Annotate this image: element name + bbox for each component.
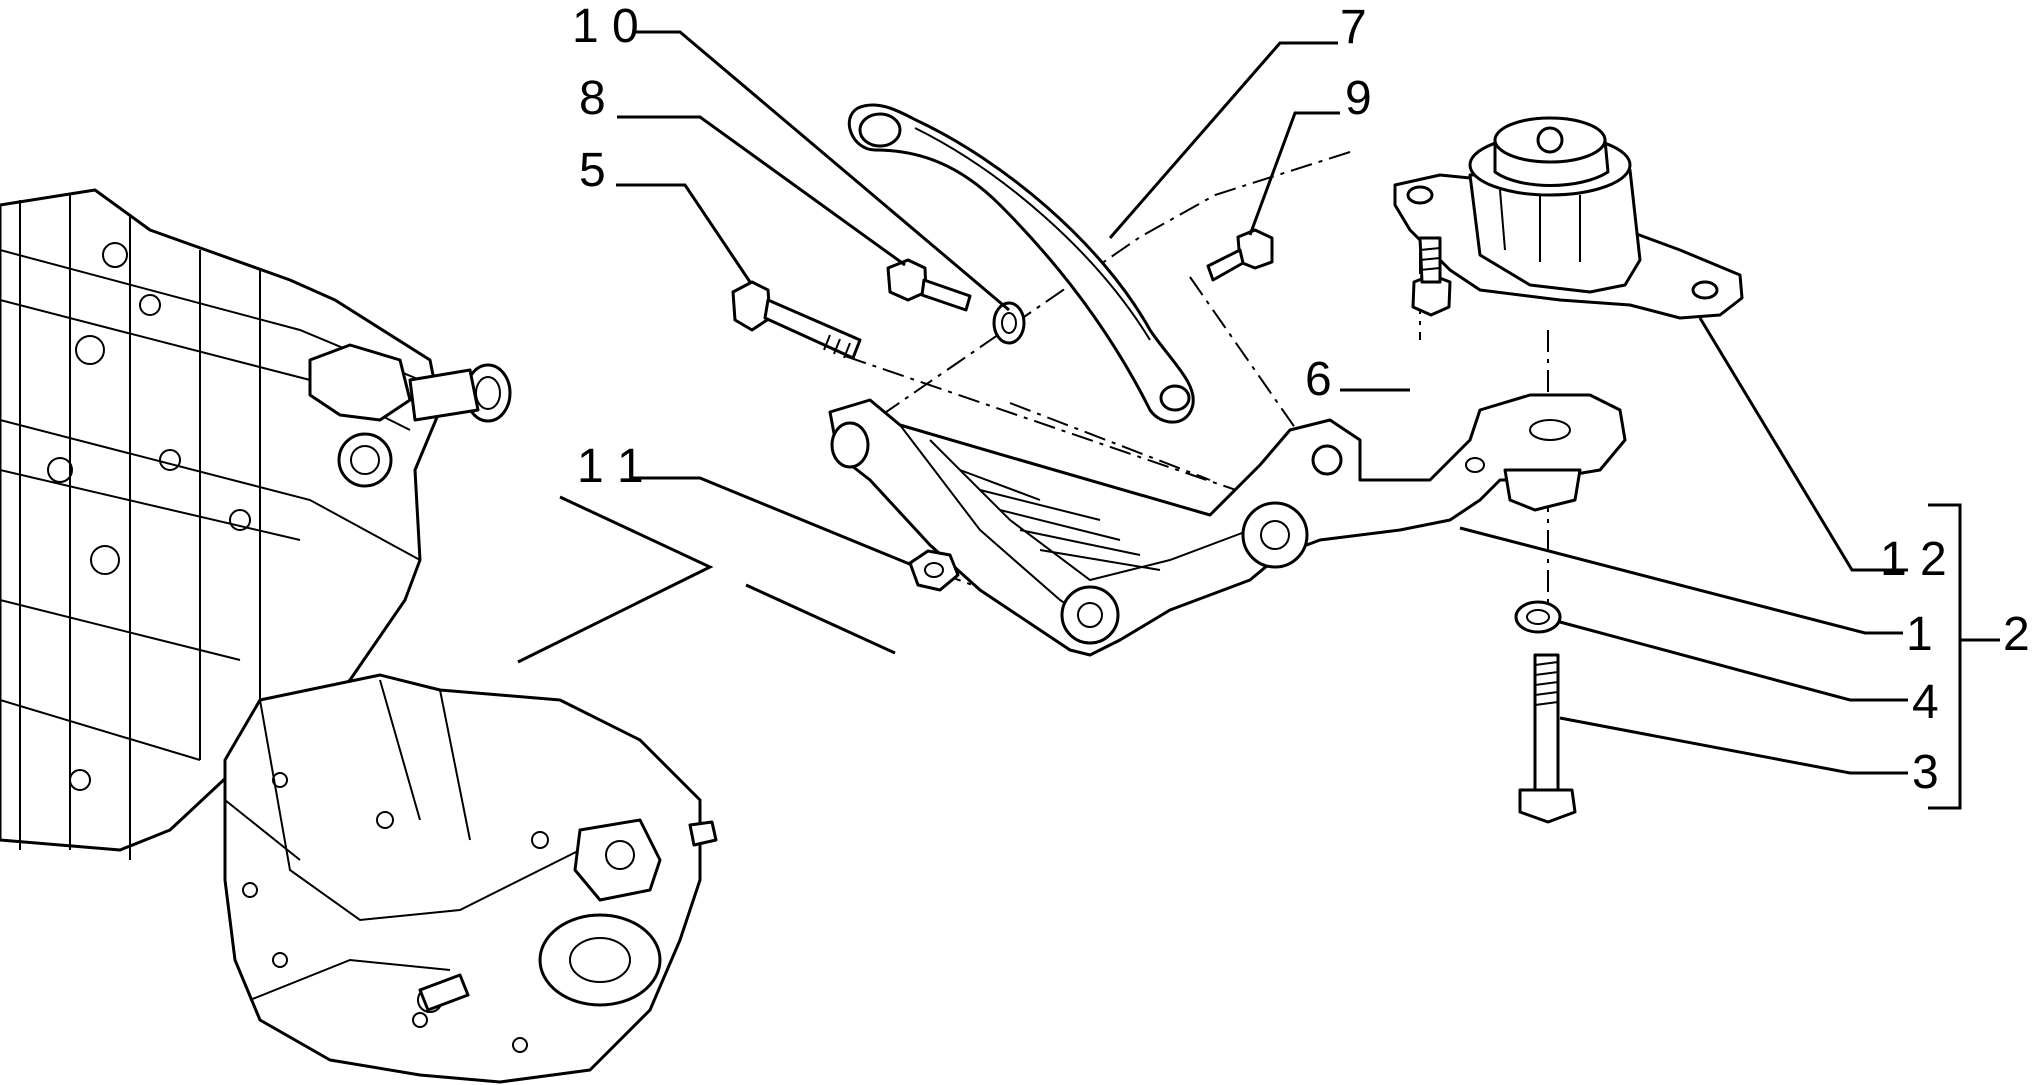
leader-lines xyxy=(616,30,2000,810)
callout-labels: 1 0 7 8 9 5 6 1 1 1 2 1 2 4 3 xyxy=(572,0,2030,799)
flange-bolt-part xyxy=(1206,228,1274,282)
vertical-bolt-part xyxy=(1411,236,1452,317)
nut-part xyxy=(908,549,960,592)
engine-gearbox-assembly xyxy=(0,188,718,1084)
callout-10: 1 0 xyxy=(572,0,639,53)
callout-11: 1 1 xyxy=(577,440,644,493)
short-bolt-part xyxy=(886,258,972,312)
washer-part xyxy=(992,301,1026,345)
callout-2: 2 xyxy=(2003,608,2030,661)
rubber-engine-mount-part xyxy=(1393,116,1744,320)
callout-5: 5 xyxy=(579,144,606,197)
torque-arm-part xyxy=(847,103,1195,424)
mount-through-bolt-part xyxy=(1518,653,1577,824)
break-lines xyxy=(517,495,896,664)
callout-1: 1 xyxy=(1906,608,1933,661)
lock-washer-part xyxy=(1514,600,1562,634)
callout-9: 9 xyxy=(1345,72,1372,125)
callout-12: 1 2 xyxy=(1880,533,1947,586)
callout-3: 3 xyxy=(1912,746,1939,799)
callout-8: 8 xyxy=(579,72,606,125)
callout-7: 7 xyxy=(1340,1,1367,54)
callout-6: 6 xyxy=(1305,353,1332,406)
long-bolt-part xyxy=(731,280,862,360)
callout-4: 4 xyxy=(1912,676,1939,729)
engine-mount-bracket-part xyxy=(828,393,1627,657)
